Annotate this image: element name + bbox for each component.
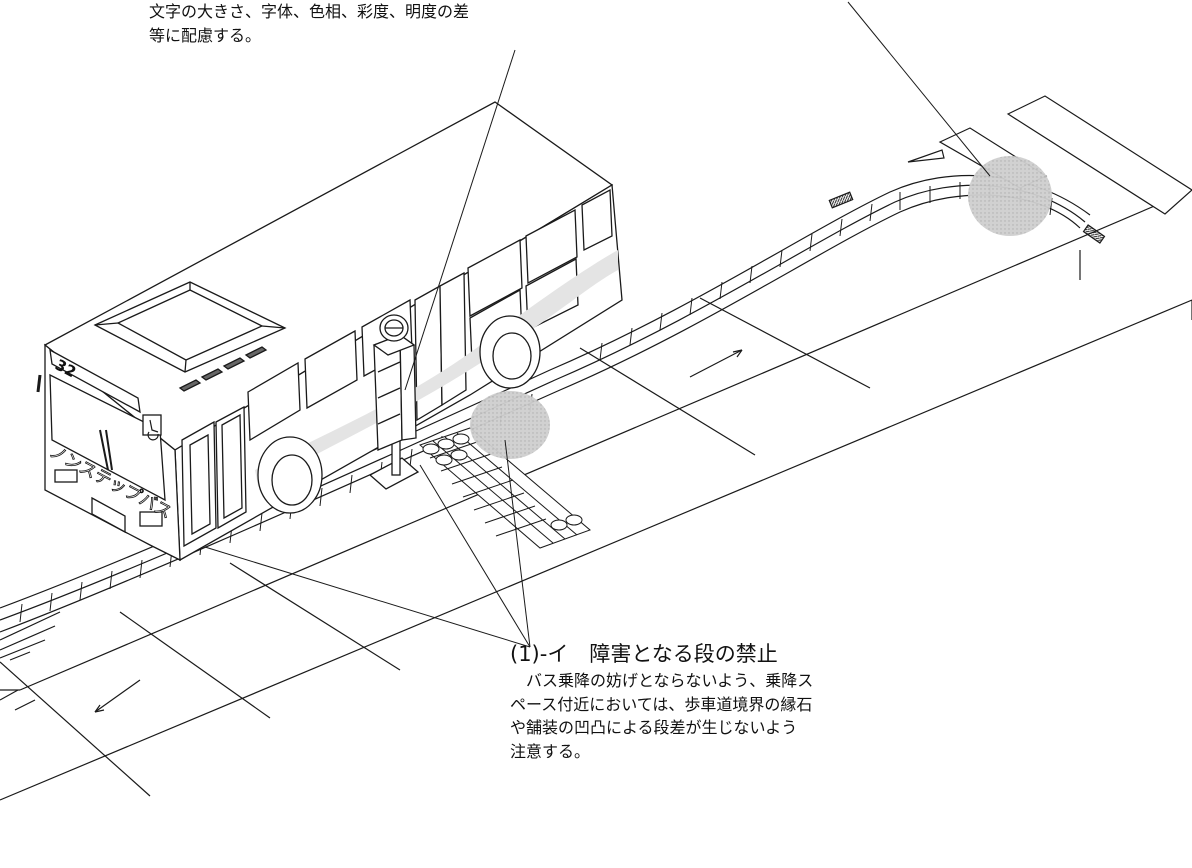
leader-curb-corner — [847, 1, 991, 177]
arrow-right — [689, 349, 743, 378]
annotation-step-free: (1)-イ 障害となる段の禁止 バス乗降の妨げとならないよう、乗降ス ペース付近… — [510, 640, 813, 763]
leader-tactile — [419, 464, 531, 648]
roof-vents — [178, 346, 268, 392]
license-plate — [91, 496, 126, 534]
wiper — [99, 429, 113, 471]
direction-triangle — [907, 149, 945, 163]
highlight-boarding-area — [470, 391, 550, 459]
headlight — [54, 469, 78, 483]
leader-boarding — [504, 439, 531, 648]
road-edge — [0, 299, 1192, 801]
tactile-strip — [1082, 224, 1106, 244]
arrow-left — [94, 679, 141, 713]
tactile-strip — [828, 191, 854, 209]
annotation-line: 等に配慮する。 — [149, 26, 262, 45]
annotation-line: バス乗降の妨げとならないよう、乗降ス — [526, 671, 814, 690]
annotation-heading: (1)-イ 障害となる段の禁止 — [510, 642, 778, 666]
wheelchair-icon — [142, 414, 162, 436]
annotation-visibility: 文字の大きさ、字体、色相、彩度、明度の差 等に配慮する。 — [149, 0, 469, 48]
leader-sign — [404, 49, 516, 391]
leader-curb-bus — [204, 546, 531, 648]
annotation-line: 文字の大きさ、字体、色相、彩度、明度の差 — [149, 2, 470, 21]
pavement-joint — [119, 611, 271, 719]
bus-stop-sign — [368, 314, 420, 490]
side-mirror — [36, 374, 42, 393]
tactile-paving — [419, 427, 591, 549]
destination-sign — [49, 348, 141, 414]
headlight — [139, 511, 163, 527]
leader-lines — [204, 1, 991, 648]
crosswalk-stripe — [1006, 95, 1192, 215]
sign-panel-side — [399, 333, 417, 441]
curb-line-lower — [0, 194, 1081, 633]
direction-arrows — [94, 349, 743, 713]
bus-stripe — [255, 250, 618, 486]
annotation-line: 注意する。 — [510, 741, 591, 761]
annotation-line: ペース付近においては、歩車道境界の縁石 — [510, 694, 813, 714]
highlight-curb-corner — [968, 156, 1052, 236]
bus-wheels — [257, 315, 541, 514]
annotation-line: や舗装の凹凸による段差が生じないよう — [510, 718, 798, 737]
